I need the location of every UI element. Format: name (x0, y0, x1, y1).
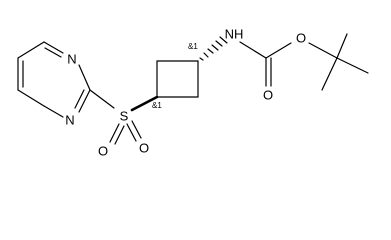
atom-o-sulfonyl-left: O (98, 144, 108, 159)
bond-ring-3-inner (44, 47, 62, 58)
atom-sulfur: S (120, 109, 129, 124)
bond-c-o-ester (265, 42, 292, 59)
bond-ring-4 (78, 64, 91, 91)
atom-n-pyrimidine-top: N (67, 52, 76, 67)
bond-ring-3 (43, 41, 64, 54)
molecule-structure: N N S O O NH O O &1 &1 (17, 27, 369, 159)
bond-nh-c (239, 41, 267, 59)
bond-ring-nh-hashed (199, 36, 228, 61)
bond-tbu-me-bottom (321, 57, 338, 91)
atom-labels: N N S O O NH O O (65, 27, 306, 159)
atom-n-pyrimidine-bottom: N (65, 113, 74, 128)
bond-ring-5-inner (74, 89, 85, 109)
bond-s-o-left-b (114, 125, 125, 145)
stereo-labels: &1 &1 (152, 42, 198, 110)
bond-s-ring (130, 95, 159, 112)
atom-o-ester: O (296, 31, 306, 46)
stereo-label-top: &1 (188, 42, 198, 51)
atom-o-carbonyl: O (263, 88, 273, 103)
bond-o-tbu (308, 42, 338, 59)
bond-s-o-right-b (131, 120, 142, 139)
atom-nh: NH (225, 27, 244, 42)
bond-tbu-me-top (336, 33, 348, 59)
bond-s-o-right-a (126, 123, 137, 142)
bonds (17, 33, 369, 145)
atom-o-sulfonyl-right: O (139, 141, 149, 156)
bond-ring-7 (43, 105, 64, 118)
bond-s-o-left-a (109, 123, 120, 143)
stereo-label-bottom: &1 (152, 101, 162, 110)
bond-ring-2 (17, 41, 45, 59)
bond-c2-s (89, 89, 115, 109)
bond-tbu-me-right (336, 57, 369, 74)
bond-ring-6 (17, 89, 45, 107)
bond-ring-5 (78, 89, 91, 113)
